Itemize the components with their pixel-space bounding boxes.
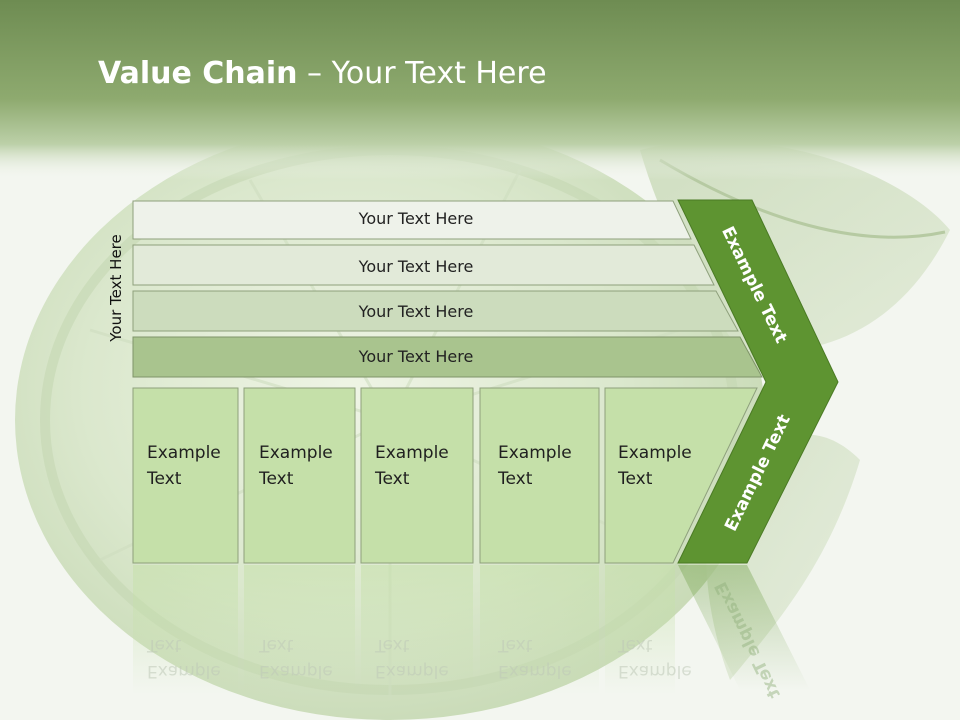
box-3-line1: Example xyxy=(375,443,449,463)
slide-title: Value Chain – Your Text Here xyxy=(98,56,547,91)
row-3-label: Your Text Here xyxy=(358,302,474,321)
box-1-line1: Example xyxy=(147,443,221,463)
box-4-shape xyxy=(479,387,600,564)
box-5-shape xyxy=(604,387,758,564)
title-rest: – Your Text Here xyxy=(297,56,547,91)
row-1-shape xyxy=(132,200,692,240)
row-3-shape xyxy=(132,290,739,332)
box-4-line1: Example xyxy=(498,443,572,463)
box-2-line1: Example xyxy=(259,443,333,463)
box-2-shape xyxy=(243,387,356,564)
box-4-line2: Text xyxy=(498,469,533,489)
box-5-line2: Text xyxy=(618,469,653,489)
box-3-line2: Text xyxy=(375,469,410,489)
row-4-shape xyxy=(132,336,763,378)
title-bold: Value Chain xyxy=(98,56,298,91)
vertical-axis-label: Your Text Here xyxy=(107,234,125,342)
row-4-label: Your Text Here xyxy=(358,347,474,366)
box-5-line1: Example xyxy=(618,443,692,463)
row-1-label: Your Text Here xyxy=(358,209,474,228)
box-2-line2: Text xyxy=(259,469,294,489)
box-3-shape xyxy=(360,387,474,564)
chevron-shape xyxy=(677,199,839,564)
row-2-shape xyxy=(132,244,715,286)
box-1-line2: Text xyxy=(147,469,182,489)
box-1-shape xyxy=(132,387,239,564)
row-2-label: Your Text Here xyxy=(358,257,474,276)
